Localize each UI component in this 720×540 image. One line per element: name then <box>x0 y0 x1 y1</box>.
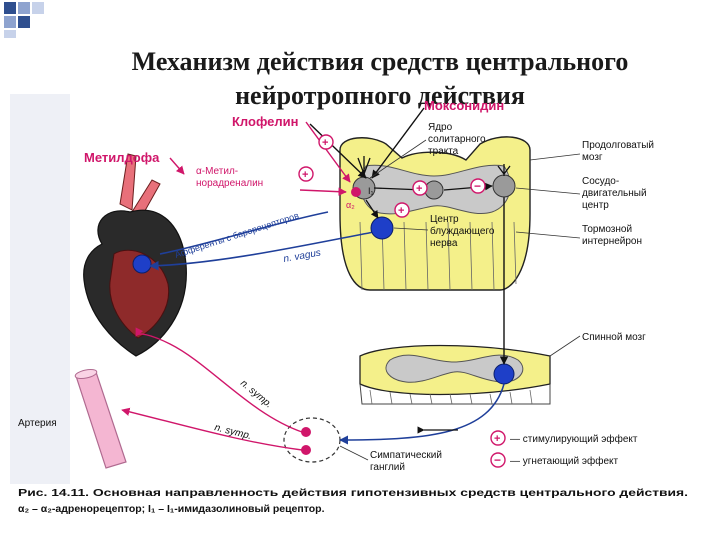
spinal-base <box>359 383 551 405</box>
plus-badge: + <box>298 166 314 182</box>
klofelin-arrow-1 <box>305 121 351 183</box>
artery-tube <box>75 371 127 469</box>
deco-square <box>4 16 16 28</box>
drug-moksonidin: Моксонидин <box>424 98 504 113</box>
vessel-left <box>119 153 137 211</box>
alpha2-label: α₂ <box>346 200 355 210</box>
ganglion-outline <box>283 417 341 463</box>
deco-square <box>32 2 44 14</box>
svg-text:−: − <box>474 179 481 193</box>
drug-klofelin: Клофелин <box>232 114 299 129</box>
deco-square <box>18 16 30 28</box>
metabolite-label-2: норадреналин <box>196 178 263 189</box>
svg-text:+: + <box>494 433 500 445</box>
ganglion-neuron-upper <box>301 427 311 437</box>
deco-square <box>18 2 30 14</box>
svg-text:+: + <box>322 137 328 149</box>
svg-text:+: + <box>302 169 308 181</box>
alpha2-receptor <box>351 187 361 197</box>
slide-title: Механизм действия средств центрального н… <box>90 45 670 113</box>
cardiac-vagal-neuron <box>132 254 152 274</box>
label-symp-2: n. symp. <box>213 422 252 442</box>
artery-opening <box>74 368 98 380</box>
plus-badge: + <box>318 134 334 150</box>
mechanism-diagram: α₂ I₁ + + + + − Метилдофа Клофелин Моксо… <box>10 94 688 515</box>
label-solitary-3: тракта <box>428 146 459 157</box>
heart <box>83 153 187 357</box>
symp-to-artery <box>121 407 303 451</box>
right-labels: Ядро солитарного тракта Продолговатый мо… <box>18 122 654 473</box>
spinal-hatching <box>369 389 533 405</box>
label-vagus-center-1: Центр <box>430 214 459 225</box>
leader-lines <box>339 139 581 461</box>
label-vagus-center-2: блуждающего <box>430 225 495 237</box>
moksonidin-arrow <box>371 107 425 179</box>
vasomotor-input <box>497 164 511 176</box>
legend-minus-icon: − <box>490 452 506 468</box>
legend: + — стимулирующий эффект − — угнетающий … <box>490 430 638 468</box>
label-solitary-2: солитарного <box>428 134 486 145</box>
label-vagus-nerve: n. vagus <box>283 248 322 265</box>
deco-square <box>4 30 16 38</box>
legend-stimulating: — стимулирующий эффект <box>510 433 638 445</box>
medulla <box>339 136 531 291</box>
label-symp-1: n. symp. <box>238 378 274 411</box>
label-interneuron-1: Тормозной <box>582 224 632 235</box>
klofelin-arrow-2 <box>309 123 367 179</box>
vasomotor-center-node <box>492 174 516 198</box>
metabolite-arrow <box>299 187 347 196</box>
caption-line-2: α₂ – α₂-адренорецептор; I₁ – I₁-имидазол… <box>18 503 325 515</box>
svg-text:+: + <box>416 183 422 195</box>
spinal-neuron <box>493 363 515 385</box>
label-medulla-2: мозг <box>582 152 603 163</box>
metabolite-label-1: α-Метил- <box>196 166 238 177</box>
medulla-hatching <box>359 221 517 291</box>
label-medulla-1: Продолговатый <box>582 140 654 151</box>
label-vagus-center-3: нерва <box>430 238 458 249</box>
corner-decoration <box>4 2 44 38</box>
metildopa-arrow <box>169 157 185 175</box>
legend-plus-icon: + <box>490 430 506 446</box>
vagus-nerve-path <box>149 231 375 271</box>
label-solitary-1: Ядро <box>428 122 453 133</box>
heart-chamber <box>109 249 170 339</box>
plus-badge: + <box>394 202 410 218</box>
nts-to-vagus <box>365 199 379 219</box>
label-ganglion-1: Симпатический <box>370 450 442 461</box>
label-vasomotor-2: двигательный <box>582 188 647 199</box>
legend-inhibiting: — угнетающий эффект <box>510 455 618 467</box>
label-interneuron-2: интернейрон <box>582 236 642 247</box>
nerve-pathways <box>121 194 509 451</box>
label-afferents: Афференты с барорецепторов <box>174 210 301 260</box>
label-spinal-cord: Спинной мозг <box>582 332 646 343</box>
title-line-2: нейротропного действия <box>235 81 525 111</box>
spinal-cord <box>359 344 551 405</box>
label-ganglion-2: ганглий <box>370 462 405 473</box>
preganglionic-fiber <box>339 383 505 445</box>
artery <box>74 368 127 469</box>
deco-square <box>4 2 16 14</box>
drug-metildopa: Метилдофа <box>84 150 160 165</box>
minus-badge: − <box>470 178 486 194</box>
label-vasomotor-3: центр <box>582 200 609 211</box>
i1-label: I₁ <box>368 186 374 196</box>
title-line-1: Механизм действия средств центрального <box>131 47 629 77</box>
effect-badges: + + + + − <box>298 134 486 218</box>
medulla-nuclei <box>352 156 516 240</box>
svg-text:−: − <box>494 453 501 467</box>
svg-text:+: + <box>398 205 404 217</box>
drug-arrows <box>169 107 425 196</box>
label-vasomotor-1: Сосудо- <box>582 176 619 187</box>
caption-line-1: Рис. 14.11. Основная направленность дейс… <box>18 487 688 499</box>
baroreceptor-afferent <box>159 211 329 255</box>
interneuron-node <box>424 180 444 200</box>
ganglion-neuron-lower <box>301 445 311 455</box>
label-artery: Артерия <box>18 418 57 429</box>
plus-badge: + <box>412 180 428 196</box>
symp-to-heart <box>135 327 303 433</box>
background-texture <box>10 94 70 484</box>
vagus-center-node <box>370 216 394 240</box>
sympathetic-ganglion <box>283 417 341 463</box>
